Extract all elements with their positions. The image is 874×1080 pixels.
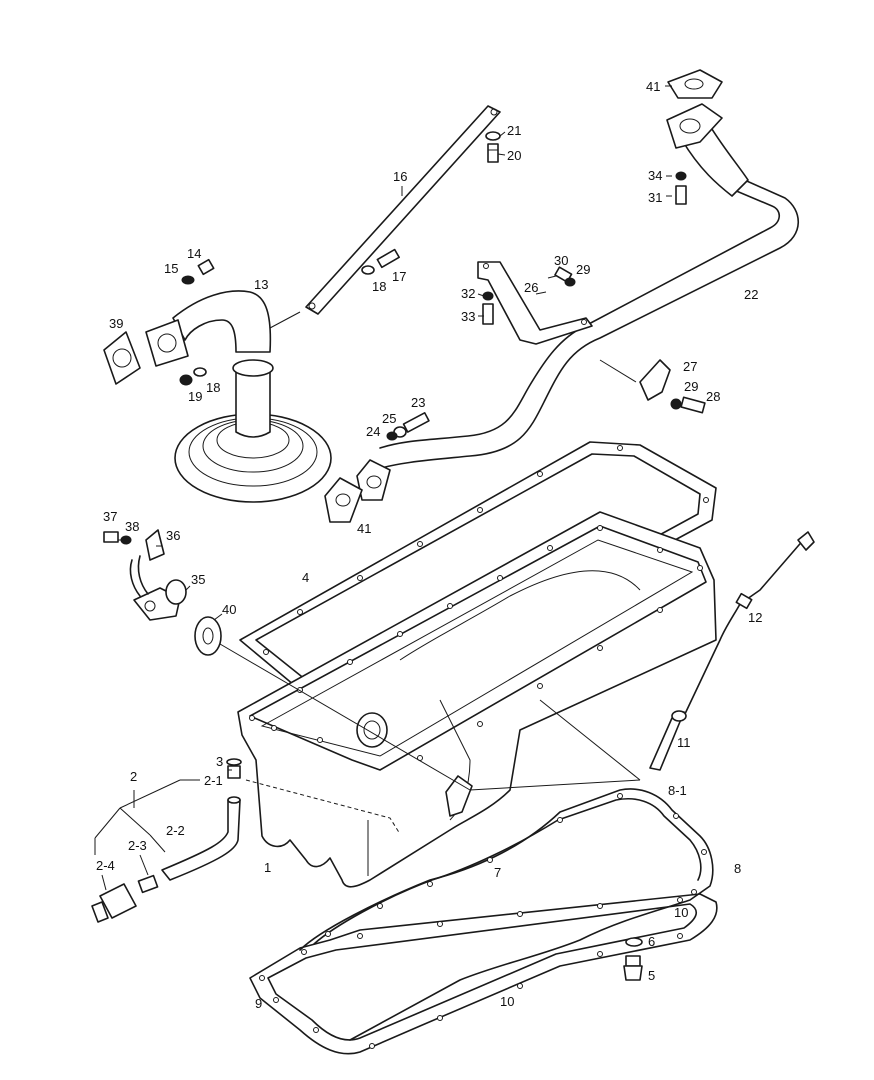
part-12-dipstick [683, 531, 815, 717]
callout-11: 11 [677, 735, 691, 750]
callout-20: 20 [507, 148, 521, 163]
callout-4: 4 [302, 570, 309, 585]
callout-37: 37 [103, 509, 117, 524]
callout-15: 15 [164, 261, 178, 276]
part-35-sensor [129, 555, 187, 621]
callout-33: 33 [461, 309, 475, 324]
callout-17: 17 [392, 269, 406, 284]
part-16-brace [305, 105, 501, 315]
callout-16: 16 [393, 169, 407, 184]
part-27-clamp [639, 359, 671, 401]
callout-25: 25 [382, 411, 396, 426]
callout-2: 2 [130, 769, 137, 784]
callout-14: 14 [187, 246, 201, 261]
part-37-38-bolt-washer [103, 531, 132, 545]
part-13-oil-strainer [145, 290, 332, 503]
callout-35: 35 [191, 572, 205, 587]
callout-26: 26 [524, 280, 538, 295]
callout-2-3: 2-3 [128, 838, 147, 853]
leader-lines [94, 85, 672, 891]
callout-28: 28 [706, 389, 720, 404]
part-41-gasket-top [667, 69, 723, 99]
part-2-3-coupling [137, 874, 159, 894]
part-32-33-washer-bolt [482, 291, 494, 325]
callout-27: 27 [683, 359, 697, 374]
callout-8-1: 8-1 [668, 783, 687, 798]
part-41-gasket-lower [324, 477, 363, 523]
part-40-gasket [194, 616, 222, 656]
part-29-28-washer-bolt [670, 396, 706, 414]
callout-29: 29 [576, 262, 590, 277]
callout-31: 31 [648, 190, 662, 205]
callout-40: 40 [222, 602, 236, 617]
part-34-31-washer-bolt [675, 171, 687, 205]
callout-10: 10 [674, 905, 688, 920]
callout-18: 18 [206, 380, 220, 395]
callout-2-4: 2-4 [96, 858, 115, 873]
callout-41: 41 [357, 521, 371, 536]
part-7-gasket [299, 788, 714, 1041]
callout-2-1: 2-1 [204, 773, 223, 788]
callout-2-2: 2-2 [166, 823, 185, 838]
callout-23: 23 [411, 395, 425, 410]
callout-8: 8 [734, 861, 741, 876]
callout-1: 1 [264, 860, 271, 875]
part-6-washer [625, 937, 643, 947]
part-9-10-lower-gasket [249, 893, 718, 1055]
callout-18: 18 [372, 279, 386, 294]
callout-22: 22 [744, 287, 758, 302]
callout-19: 19 [188, 389, 202, 404]
part-21-washer [485, 131, 501, 141]
part-36-clamp [145, 529, 165, 561]
part-3-drain-fitting [226, 758, 242, 779]
part-22-oil-pipe [356, 103, 799, 501]
part-20-bolt [487, 143, 499, 163]
part-14-bolt [197, 258, 215, 276]
part-5-drain-plug [623, 955, 643, 981]
callout-7: 7 [494, 865, 501, 880]
callout-10: 10 [500, 994, 514, 1009]
callout-30: 30 [554, 253, 568, 268]
part-26-bracket [477, 261, 593, 345]
callout-24: 24 [366, 424, 380, 439]
part-15-washer [181, 275, 195, 285]
part-17-18-bolt-washer [361, 248, 400, 275]
part-18-19-nut-washer [179, 367, 207, 386]
part-11-dipstick-guide [649, 710, 687, 771]
callout-3: 3 [216, 754, 223, 769]
callout-labels: 41 21 20 16 34 31 14 15 13 17 18 30 29 2… [96, 79, 762, 1011]
callout-9: 9 [255, 996, 262, 1011]
callout-5: 5 [648, 968, 655, 983]
callout-41: 41 [646, 79, 660, 94]
part-30-29-bolt-washer [554, 266, 576, 287]
callout-6: 6 [648, 934, 655, 949]
callout-13: 13 [254, 277, 268, 292]
part-1-oil-pan [237, 511, 717, 888]
callout-38: 38 [125, 519, 139, 534]
callout-32: 32 [461, 286, 475, 301]
callout-12: 12 [748, 610, 762, 625]
part-39-gasket [103, 331, 141, 385]
callout-39: 39 [109, 316, 123, 331]
part-2-2-hose [161, 796, 241, 881]
callout-34: 34 [648, 168, 662, 183]
callout-36: 36 [166, 528, 180, 543]
part-2-4-valve [91, 883, 137, 923]
part-23-24-25-bolt-washers [386, 412, 430, 441]
callout-29: 29 [684, 379, 698, 394]
callout-21: 21 [507, 123, 521, 138]
